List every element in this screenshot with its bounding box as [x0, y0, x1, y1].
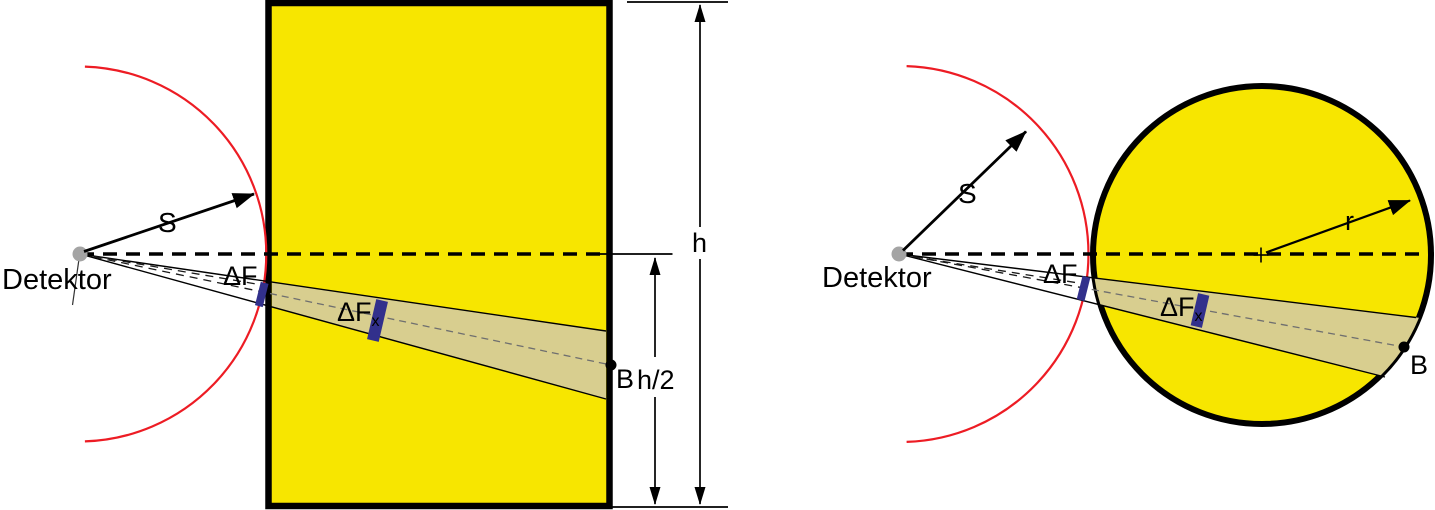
right-aux-dashed-line: [914, 256, 1089, 286]
left-s-label: S: [158, 207, 177, 238]
right-radius-label: r: [1345, 206, 1354, 236]
right-radius-arrow: [1265, 199, 1411, 254]
right-cone-upper-edge: [898, 253, 1417, 319]
left-delta-fx-subscript: x: [372, 313, 380, 330]
right-delta-f-marker: [1076, 275, 1091, 302]
left-dim-h-label: h: [692, 228, 707, 258]
left-point-b-dot: [605, 359, 617, 371]
left-delta-f-marker: [254, 281, 269, 308]
right-delta-fx-marker: [1190, 293, 1210, 328]
left-delta-fx-marker: [367, 299, 388, 342]
left-delta-f-label: ΔF: [223, 261, 258, 291]
left-aux-dashed-line: [94, 255, 269, 287]
left-detector-leader-line: [71, 258, 80, 306]
right-s-label: S: [958, 178, 977, 209]
right-diagram: Detektor S r ΔF ΔFx B: [822, 65, 1434, 443]
right-point-b-label: B: [1410, 350, 1428, 380]
right-delta-fx-subscript: x: [1195, 308, 1203, 325]
left-cone-upper-edge: [79, 253, 607, 332]
right-cone-axis-dashed-inner: [1091, 288, 1405, 348]
right-delta-fx-label: ΔFx: [1160, 292, 1203, 325]
left-point-b-label: B: [616, 364, 634, 394]
left-s-arrow: [83, 192, 255, 253]
left-delta-fx-text: ΔF: [337, 297, 372, 327]
right-cone-lower-edge: [898, 253, 1386, 378]
right-point-b-dot: [1398, 341, 1410, 353]
right-delta-fx-text: ΔF: [1160, 292, 1195, 322]
right-s-arrow: [902, 130, 1027, 252]
right-detector-label: Detektor: [822, 262, 932, 294]
left-detector-label: Detektor: [2, 264, 112, 296]
right-delta-f-label: ΔF: [1043, 259, 1078, 289]
left-cone-axis-dashed-inner: [269, 292, 612, 366]
left-cone-lower-edge: [79, 253, 607, 400]
left-diagram: Detektor S ΔF ΔFx B h h/2: [2, 0, 728, 510]
left-delta-fx-label: ΔFx: [337, 297, 380, 330]
left-cone-axis-dashed-outer: [79, 253, 271, 295]
left-detector-dot: [72, 246, 88, 262]
right-detector-dot: [891, 246, 907, 262]
left-dim-hhalf-label: h/2: [637, 365, 675, 395]
